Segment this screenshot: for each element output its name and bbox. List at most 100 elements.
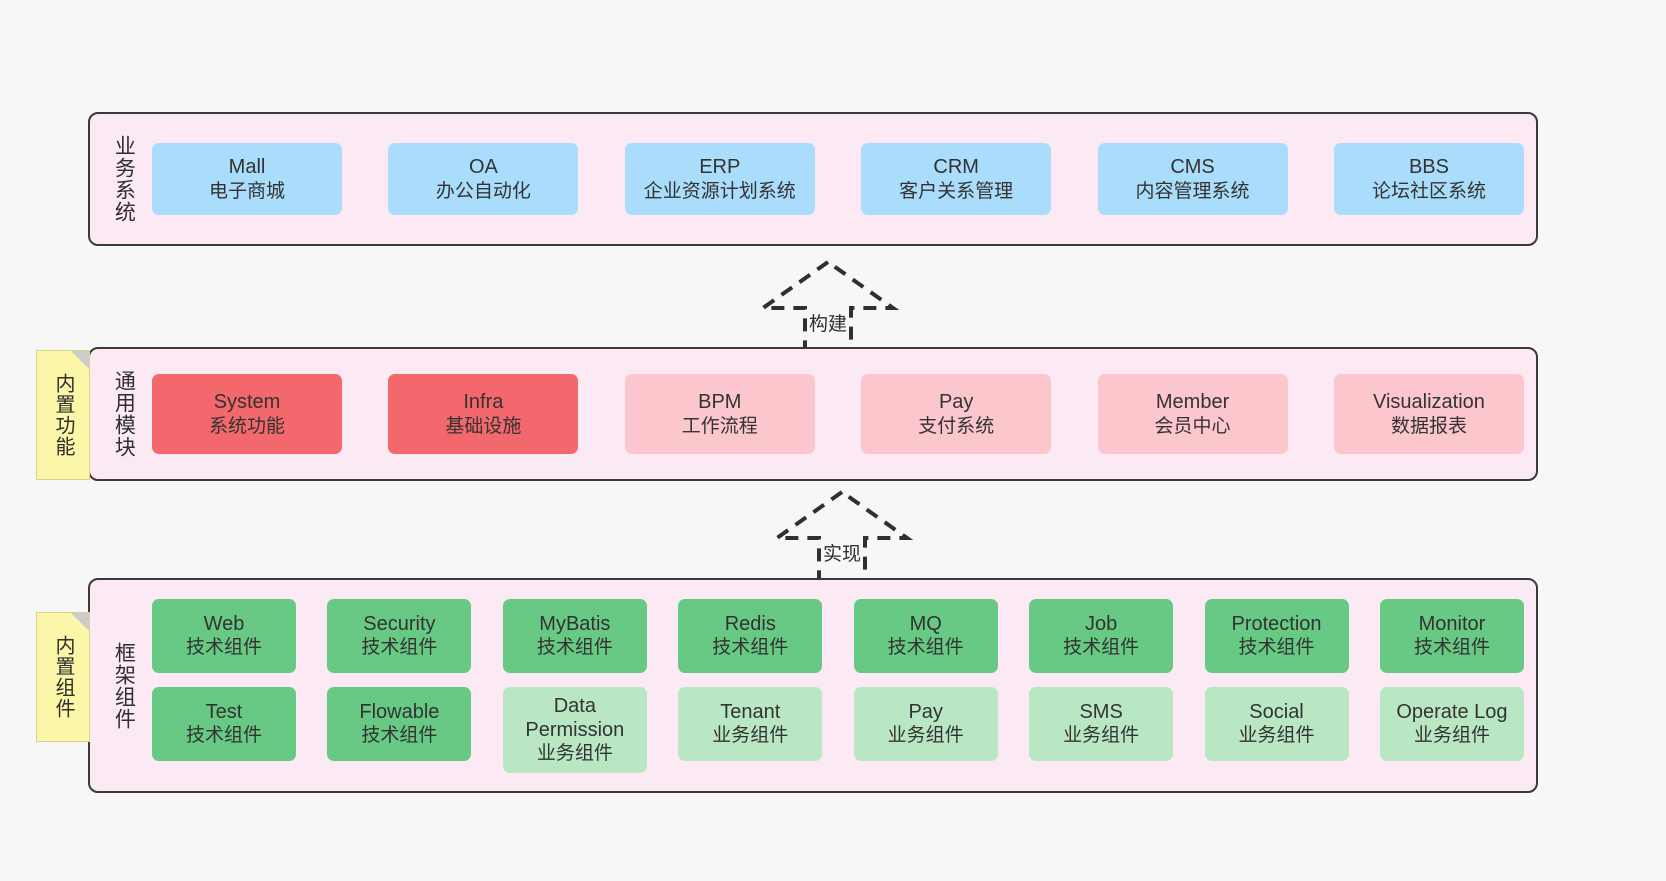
node-mall[interactable]: Mall 电子商城	[152, 143, 342, 215]
connector-build: 构建	[753, 258, 903, 354]
node-pay-component[interactable]: Pay 业务组件	[853, 686, 998, 761]
node-pay-module-en: Pay	[938, 391, 974, 414]
node-monitor-cn: 技术组件	[1413, 637, 1490, 659]
node-mq-cn: 技术组件	[887, 637, 964, 659]
node-job[interactable]: Job 技术组件	[1029, 598, 1174, 673]
modules-node-list: System 系统功能 Infra 基础设施 BPM 工作流程 Pay 支付系统…	[146, 349, 1536, 479]
node-visualization-cn: 数据报表	[1390, 415, 1467, 437]
node-system[interactable]: System 系统功能	[152, 374, 342, 454]
node-test-cn: 技术组件	[185, 725, 262, 747]
node-mybatis-cn: 技术组件	[536, 637, 613, 659]
node-cms[interactable]: CMS 内容管理系统	[1097, 143, 1288, 215]
node-mall-cn: 电子商城	[208, 180, 285, 202]
node-protection[interactable]: Protection 技术组件	[1204, 598, 1349, 673]
node-system-en: System	[213, 391, 281, 414]
node-bbs-en: BBS	[1408, 156, 1449, 179]
connector-build-label: 构建	[808, 314, 848, 335]
node-erp[interactable]: ERP 企业资源计划系统	[624, 143, 815, 215]
node-cms-en: CMS	[1170, 156, 1215, 179]
node-web-cn: 技术组件	[185, 637, 262, 659]
node-bbs[interactable]: BBS 论坛社区系统	[1333, 143, 1524, 215]
node-monitor[interactable]: Monitor 技术组件	[1379, 598, 1524, 673]
node-mybatis-en: MyBatis	[539, 612, 611, 635]
node-operate-log-cn: 业务组件	[1413, 725, 1490, 747]
layer-title-framework-components: 框架组件	[112, 641, 136, 730]
node-redis-cn: 技术组件	[712, 637, 789, 659]
node-data-permission[interactable]: Data Permission 业务组件	[502, 686, 647, 773]
business-node-list: Mall 电子商城 OA 办公自动化 ERP 企业资源计划系统 CRM 客户关系…	[146, 114, 1536, 244]
node-member[interactable]: Member 会员中心	[1097, 374, 1288, 454]
node-infra-cn: 基础设施	[445, 415, 522, 437]
page-fold-icon	[71, 351, 89, 369]
node-flowable-en: Flowable	[359, 700, 440, 723]
node-security-cn: 技术组件	[361, 637, 438, 659]
node-monitor-en: Monitor	[1418, 612, 1486, 635]
node-visualization[interactable]: Visualization 数据报表	[1333, 374, 1524, 454]
note-builtin-function: 内置功能	[36, 350, 90, 480]
node-mq[interactable]: MQ 技术组件	[853, 598, 998, 673]
node-operate-log[interactable]: Operate Log 业务组件	[1379, 686, 1524, 761]
node-redis-en: Redis	[724, 612, 776, 635]
connector-implement: 实现	[767, 488, 917, 584]
node-member-cn: 会员中心	[1154, 415, 1231, 437]
node-sms-cn: 业务组件	[1063, 725, 1140, 747]
layer-framework-components: 框架组件 Web 技术组件 Security 技术组件 MyBatis 技术组件…	[88, 578, 1538, 793]
node-oa-en: OA	[468, 156, 498, 179]
note-builtin-function-label: 内置功能	[52, 373, 74, 457]
node-security[interactable]: Security 技术组件	[327, 598, 472, 673]
note-builtin-component: 内置组件	[36, 612, 90, 742]
node-redis[interactable]: Redis 技术组件	[678, 598, 823, 673]
node-oa[interactable]: OA 办公自动化	[388, 143, 579, 215]
node-sms[interactable]: SMS 业务组件	[1029, 686, 1174, 761]
node-job-cn: 技术组件	[1063, 637, 1140, 659]
node-pay-module-cn: 支付系统	[918, 415, 995, 437]
node-test[interactable]: Test 技术组件	[152, 686, 296, 761]
framework-row-tech: Web 技术组件 Security 技术组件 MyBatis 技术组件 Redi…	[152, 598, 1524, 673]
node-erp-cn: 企业资源计划系统	[643, 180, 796, 202]
node-tenant-en: Tenant	[720, 700, 781, 723]
node-social-cn: 业务组件	[1238, 725, 1315, 747]
node-protection-cn: 技术组件	[1238, 637, 1315, 659]
node-member-en: Member	[1155, 391, 1230, 414]
node-security-en: Security	[363, 612, 436, 635]
node-erp-en: ERP	[699, 156, 741, 179]
framework-node-grid: Web 技术组件 Security 技术组件 MyBatis 技术组件 Redi…	[146, 580, 1536, 791]
connector-build-shape	[756, 259, 900, 352]
node-crm-en: CRM	[933, 156, 979, 179]
node-data-permission-en: Data Permission	[525, 694, 625, 741]
node-social-en: Social	[1249, 700, 1304, 723]
node-web[interactable]: Web 技术组件	[152, 598, 296, 673]
node-crm[interactable]: CRM 客户关系管理	[861, 143, 1052, 215]
node-tenant[interactable]: Tenant 业务组件	[678, 686, 823, 761]
node-infra-en: Infra	[463, 391, 504, 414]
node-bpm[interactable]: BPM 工作流程	[624, 374, 815, 454]
node-visualization-en: Visualization	[1372, 391, 1485, 414]
node-protection-en: Protection	[1231, 612, 1322, 635]
node-mall-en: Mall	[228, 156, 266, 179]
node-bpm-cn: 工作流程	[681, 415, 758, 437]
node-bbs-cn: 论坛社区系统	[1371, 180, 1486, 202]
layer-title-business-system: 业务系统	[112, 135, 136, 223]
node-operate-log-en: Operate Log	[1396, 700, 1508, 723]
node-bpm-en: BPM	[698, 391, 742, 414]
node-system-cn: 系统功能	[208, 415, 285, 437]
node-job-en: Job	[1084, 612, 1118, 635]
node-oa-cn: 办公自动化	[435, 180, 531, 202]
node-flowable[interactable]: Flowable 技术组件	[327, 686, 472, 761]
node-test-en: Test	[205, 700, 243, 723]
framework-row-business: Test 技术组件 Flowable 技术组件 Data Permission …	[152, 686, 1524, 773]
node-pay-component-cn: 业务组件	[887, 725, 964, 747]
node-mq-en: MQ	[909, 612, 942, 635]
node-infra[interactable]: Infra 基础设施	[388, 374, 579, 454]
node-pay-module[interactable]: Pay 支付系统	[861, 374, 1052, 454]
connector-implement-label: 实现	[822, 544, 862, 565]
node-social[interactable]: Social 业务组件	[1204, 686, 1349, 761]
node-pay-component-en: Pay	[908, 700, 943, 723]
node-web-en: Web	[203, 612, 245, 635]
node-flowable-cn: 技术组件	[361, 725, 438, 747]
node-crm-cn: 客户关系管理	[899, 180, 1014, 202]
node-cms-cn: 内容管理系统	[1135, 180, 1250, 202]
node-mybatis[interactable]: MyBatis 技术组件	[502, 598, 647, 673]
layer-title-common-modules: 通用模块	[112, 370, 136, 458]
note-builtin-component-label: 内置组件	[52, 635, 74, 719]
